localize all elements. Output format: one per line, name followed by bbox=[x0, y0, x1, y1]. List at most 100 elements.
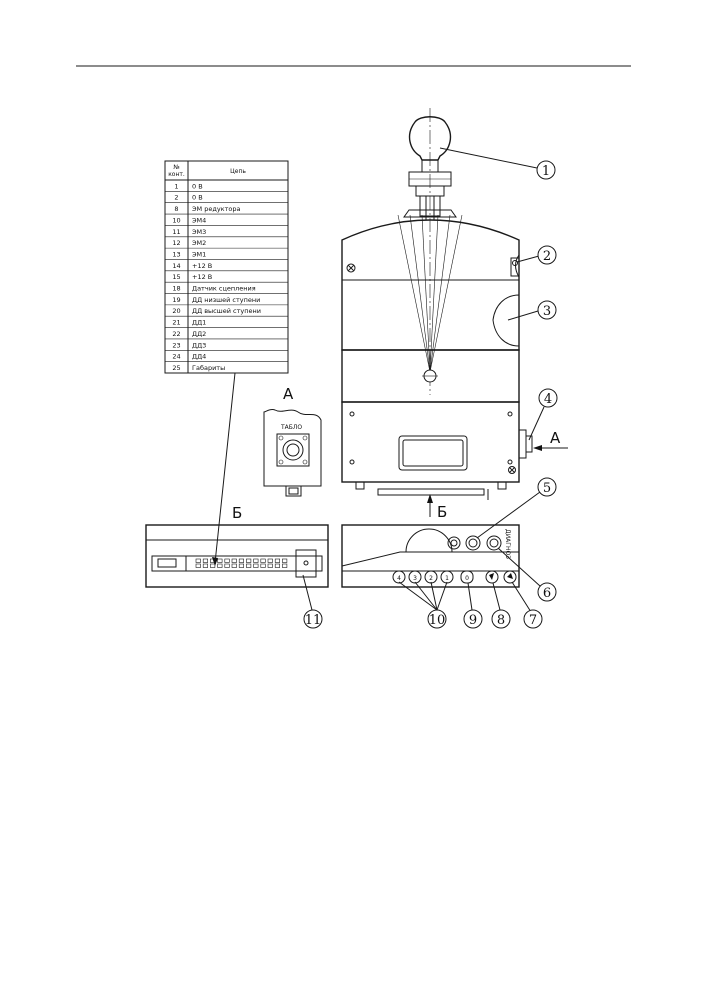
gear-dial bbox=[408, 570, 422, 584]
svg-text:10: 10 bbox=[429, 613, 446, 628]
connector-pin bbox=[260, 558, 266, 563]
view-arrow-b: Б bbox=[427, 494, 447, 521]
connector-pin bbox=[253, 558, 259, 563]
connector-pin bbox=[195, 563, 201, 568]
gear-dial-number: 4 bbox=[397, 575, 401, 582]
svg-text:6: 6 bbox=[543, 586, 551, 601]
connector-pin bbox=[217, 563, 223, 568]
view-arrow-a: А bbox=[533, 429, 568, 451]
table-cell-contact: 24 bbox=[172, 353, 180, 361]
table-cell-contact: 10 bbox=[172, 216, 180, 224]
connector-pin bbox=[260, 563, 266, 568]
svg-text:5: 5 bbox=[543, 481, 551, 496]
connector-pin bbox=[202, 558, 208, 563]
connector-pin bbox=[238, 558, 244, 563]
connector-pin bbox=[274, 563, 281, 568]
gear-dial-number: 3 bbox=[413, 575, 417, 582]
table-cell-circuit: ЭМ редуктора bbox=[192, 205, 240, 213]
side-lever bbox=[492, 294, 520, 347]
connector-pin bbox=[253, 563, 259, 568]
table-cell-circuit: 0 В bbox=[192, 182, 203, 190]
indicator-7 bbox=[503, 570, 517, 584]
gear-dial bbox=[392, 570, 406, 584]
table-cell-circuit: 0 В bbox=[192, 194, 203, 202]
connector-pin bbox=[217, 558, 223, 563]
table-cell-contact: 22 bbox=[172, 330, 180, 338]
svg-text:1: 1 bbox=[542, 164, 550, 179]
housing-top bbox=[341, 219, 520, 351]
svg-text:4: 4 bbox=[544, 392, 552, 407]
table-cell-circuit: ДД1 bbox=[192, 319, 206, 327]
gear-dial-number: 0 bbox=[465, 575, 469, 582]
main-unit bbox=[341, 108, 533, 500]
table-cell-circuit: ДД4 bbox=[192, 353, 206, 361]
connector-pin bbox=[210, 563, 216, 568]
gear-dial-number: 1 bbox=[445, 575, 449, 582]
table-cell-contact: 21 bbox=[172, 319, 180, 327]
table-cell-circuit: ДД2 bbox=[192, 330, 206, 338]
table-cell-circuit: Габариты bbox=[192, 364, 225, 372]
table-cell-contact: 20 bbox=[172, 307, 180, 315]
table-leader-line bbox=[214, 372, 236, 564]
table-cell-contact: 19 bbox=[172, 296, 180, 304]
indicator-8 bbox=[485, 570, 499, 584]
connector-pin bbox=[274, 558, 281, 563]
svg-text:11: 11 bbox=[305, 613, 322, 628]
view-a-detail: ТАБЛО bbox=[263, 408, 322, 497]
diag-button-6 bbox=[486, 535, 502, 551]
control-panel: ДИАГНОЗ 4 3 2 1 0 bbox=[341, 524, 520, 588]
table-cell-contact: 12 bbox=[172, 239, 180, 247]
svg-text:ДИАГНОЗ: ДИАГНОЗ bbox=[504, 529, 511, 559]
table-cell-circuit: ЭМ2 bbox=[192, 239, 206, 247]
svg-text:2: 2 bbox=[543, 249, 551, 264]
table-cell-circuit: ЭМ4 bbox=[192, 216, 206, 224]
table-cell-contact: 18 bbox=[172, 285, 180, 293]
callouts: 1 2 3 4 5 6 7 8 9 bbox=[302, 147, 558, 629]
connector-pin bbox=[267, 558, 273, 563]
table-cell-circuit: ЭМ3 bbox=[192, 228, 206, 236]
table-header-contact-2: конт. bbox=[168, 171, 185, 178]
table-cell-contact: 11 bbox=[172, 228, 180, 236]
connector-pin bbox=[282, 563, 288, 568]
shift-knob bbox=[408, 116, 452, 161]
connector-pin bbox=[224, 558, 230, 563]
connector-pin bbox=[238, 563, 244, 568]
table-cell-contact: 25 bbox=[172, 364, 180, 372]
gear-dial-number: 2 bbox=[429, 575, 433, 582]
table-header-contact: № bbox=[173, 164, 179, 171]
connector-pin bbox=[231, 563, 237, 568]
table-cell-circuit: ДД низшей ступени bbox=[192, 296, 260, 304]
connector-pin bbox=[210, 558, 216, 563]
table-cell-circuit: Датчик сцепления bbox=[192, 285, 256, 293]
connector-pin bbox=[202, 563, 208, 568]
connector-pin bbox=[246, 558, 252, 563]
connector-pin bbox=[267, 563, 273, 568]
svg-text:3: 3 bbox=[543, 304, 551, 319]
table-cell-circuit: +12 В bbox=[192, 273, 212, 281]
table-cell-circuit: ЭМ1 bbox=[192, 250, 206, 258]
table-header-circuit: Цепь bbox=[230, 168, 246, 175]
connector-pin bbox=[282, 558, 288, 563]
table-cell-contact: 8 bbox=[174, 205, 178, 213]
svg-text:А: А bbox=[550, 429, 561, 447]
connector-pin bbox=[246, 563, 252, 568]
connector-pin bbox=[224, 563, 230, 568]
diag-button-5 bbox=[465, 535, 481, 551]
view-b-label: Б bbox=[232, 504, 242, 522]
pin-table: № конт. Цепь 1 0 В 2 0 В 8 ЭМ редуктора 10 ЭМ4 1… bbox=[164, 160, 289, 374]
svg-text:Б: Б bbox=[437, 503, 447, 521]
svg-text:9: 9 bbox=[469, 613, 477, 628]
view-a-label: А bbox=[283, 385, 294, 403]
table-cell-contact: 13 bbox=[172, 250, 180, 258]
table-cell-contact: 1 bbox=[174, 182, 178, 190]
table-cell-circuit: ДД3 bbox=[192, 341, 206, 349]
table-cell-circuit: ДД высшей ступени bbox=[192, 307, 261, 315]
svg-text:8: 8 bbox=[497, 613, 505, 628]
connector-pin bbox=[231, 558, 237, 563]
connector-pin bbox=[195, 558, 201, 563]
table-cell-contact: 14 bbox=[172, 262, 180, 270]
table-cell-contact: 2 bbox=[174, 194, 178, 202]
svg-text:ТАБЛО: ТАБЛО bbox=[280, 424, 302, 431]
table-cell-circuit: +12 В bbox=[192, 262, 212, 270]
